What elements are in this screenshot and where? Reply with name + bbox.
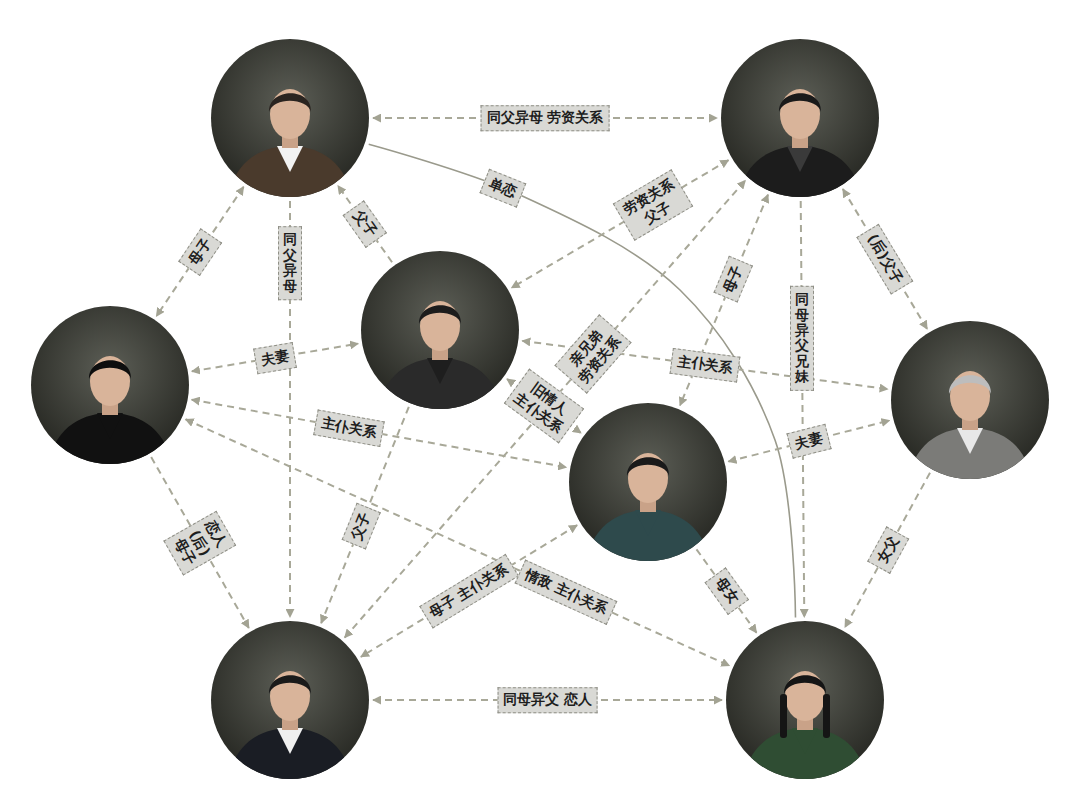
relation-label: 夫妻: [786, 424, 831, 459]
character-portrait: [30, 305, 190, 465]
relation-label: 主仆关系: [670, 348, 741, 382]
curved-connector: [369, 144, 796, 617]
relation-label: 亲兄弟 劳资关系: [554, 314, 631, 393]
portrait-illustration: [568, 402, 728, 562]
relation-label: (后)父子: [857, 224, 913, 294]
portrait-illustration: [360, 250, 520, 410]
relation-label: 父子: [341, 502, 380, 549]
dashed-connector: [156, 187, 243, 316]
character-portrait: [890, 320, 1050, 480]
relation-label: 主仆关系: [313, 410, 384, 447]
character-portrait: [568, 402, 728, 562]
relation-label: 同父异母 劳资关系: [481, 105, 610, 131]
dashed-connector: [192, 400, 567, 468]
character-portrait: [360, 250, 520, 410]
relation-label: 同父异母: [278, 227, 302, 301]
portrait-illustration: [210, 620, 370, 780]
relation-label: 夫妻: [253, 342, 297, 374]
relation-label: 单恋: [480, 168, 527, 207]
relation-label: 情敌 主仆关系: [515, 559, 617, 624]
dashed-connector: [845, 473, 930, 628]
dashed-connector: [151, 457, 249, 628]
relation-label: 同母异父 恋人: [497, 687, 598, 713]
portrait-illustration: [725, 620, 885, 780]
portrait-illustration: [720, 38, 880, 198]
portrait-illustration: [30, 305, 190, 465]
character-portrait: [210, 620, 370, 780]
dashed-connector: [843, 189, 927, 329]
relation-label: 恋人 (后)母子: [164, 510, 236, 575]
relation-label: 女父: [867, 526, 909, 573]
character-portrait: [725, 620, 885, 780]
relation-label: 母子 主仆关系: [419, 554, 518, 628]
relation-label: 母子: [713, 256, 752, 303]
portrait-illustration: [890, 320, 1050, 480]
relation-label: 同母异父兄妹: [790, 286, 814, 390]
relation-label: 母女: [704, 567, 748, 614]
dashed-connector: [345, 180, 746, 637]
dashed-connector: [801, 201, 805, 617]
relation-label: 劳资关系 父子: [612, 169, 692, 241]
relation-label: 母子: [178, 228, 222, 275]
dashed-connector: [512, 160, 729, 288]
portrait-illustration: [210, 38, 370, 198]
relation-label: 父子: [343, 200, 387, 247]
dashed-connector: [338, 186, 392, 262]
dashed-connector: [728, 420, 889, 461]
dashed-connector: [697, 549, 757, 632]
character-portrait: [210, 38, 370, 198]
character-portrait: [720, 38, 880, 198]
